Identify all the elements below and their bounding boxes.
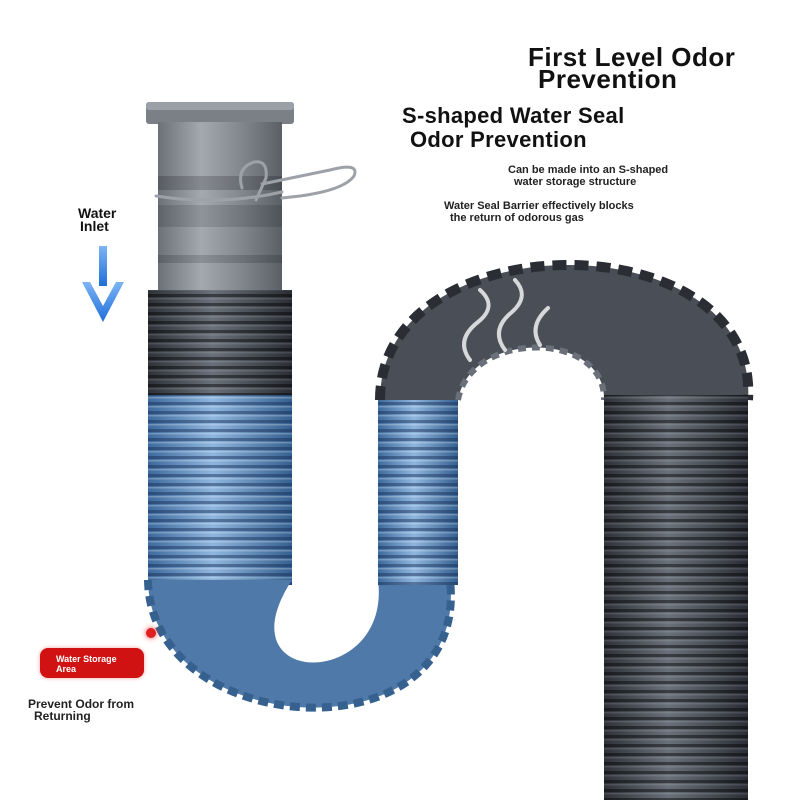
top-fitting [146, 102, 294, 292]
hose-u-bend [148, 580, 451, 708]
indicator-dot [146, 628, 156, 638]
note-s-shaped-line2: water storage structure [514, 176, 637, 188]
water-inlet-label-line1: Water [78, 205, 117, 221]
steam-icon [462, 278, 550, 362]
water-storage-badge-line1: Water Storage [56, 654, 117, 664]
prevent-odor-label-line1: Prevent Odor from [28, 697, 135, 711]
hose-arch-gray [380, 265, 749, 400]
heading-s-shaped-line2: Odor Prevention [410, 127, 587, 152]
heading-s-shaped-line1: S-shaped Water Seal [402, 103, 625, 128]
down-arrow-icon [82, 246, 124, 322]
heading-first-level-line1: First Level Odor [528, 42, 736, 72]
note-water-seal-line1: Water Seal Barrier effectively blocks [444, 200, 634, 212]
note-water-seal-line2: the return of odorous gas [450, 212, 584, 224]
water-storage-badge: Water Storage Area [40, 648, 144, 678]
water-inlet-label-line2: Inlet [80, 218, 109, 234]
heading-first-level-line2: Prevention [538, 64, 678, 94]
note-s-shaped-line1: Can be made into an S-shaped [508, 164, 669, 176]
water-storage-badge-line2: Area [56, 664, 77, 674]
hose-clamp-icon [154, 160, 357, 202]
prevent-odor-label-line2: Returning [34, 709, 91, 723]
